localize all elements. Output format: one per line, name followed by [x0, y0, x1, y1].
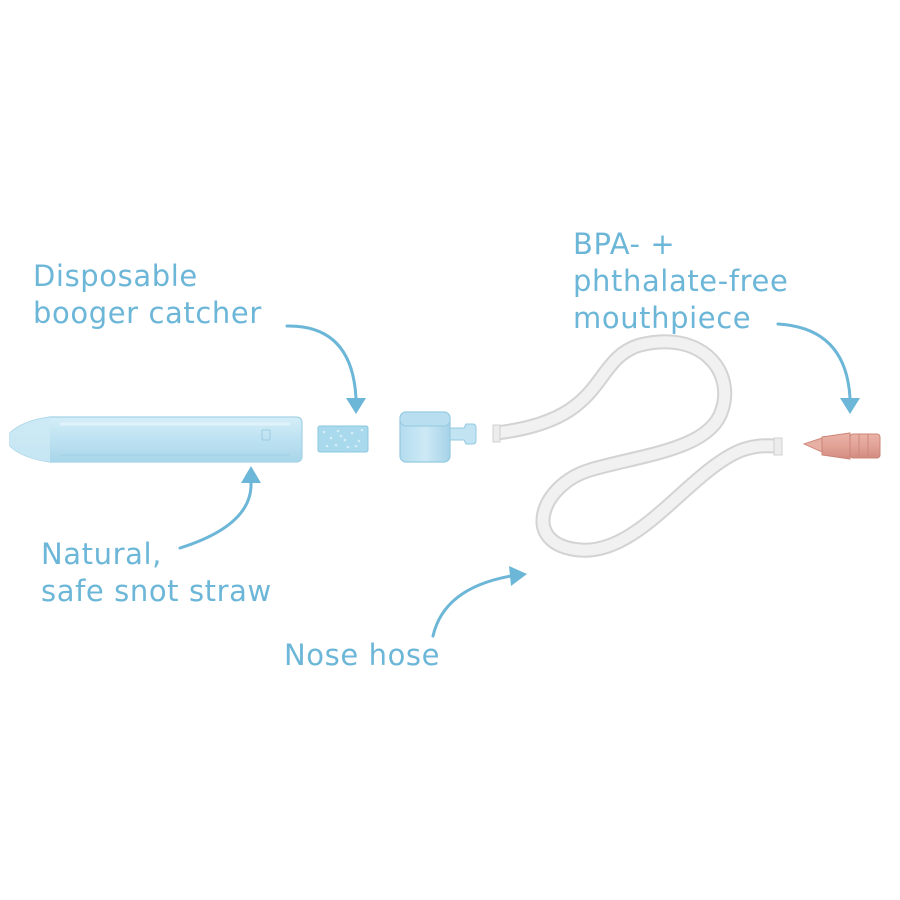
snot-straw-label: Natural, safe snot straw: [41, 536, 272, 610]
booger-catcher-label: Disposable booger catcher: [33, 258, 262, 332]
straw-cap: [399, 411, 477, 463]
booger-catcher-label-line1: Disposable: [33, 259, 198, 293]
arrow-mouthpiece: [776, 322, 860, 414]
booger-catcher-filter: [317, 425, 369, 453]
mouthpiece-label-line2: phthalate-free: [573, 264, 789, 298]
arrow-booger-catcher: [285, 324, 366, 414]
booger-catcher-label-line2: booger catcher: [33, 296, 262, 330]
nose-hose-label: Nose hose: [284, 637, 440, 674]
nose-hose: [492, 334, 783, 558]
mouthpiece: [802, 432, 881, 460]
mouthpiece-label: BPA- + phthalate-free mouthpiece: [573, 226, 788, 337]
mouthpiece-label-line1: BPA- +: [573, 227, 676, 261]
snot-straw: [9, 416, 303, 463]
snot-straw-label-line2: safe snot straw: [41, 574, 272, 608]
arrow-snot-straw: [178, 466, 261, 550]
snot-straw-label-line1: Natural,: [41, 537, 162, 571]
arrow-nose-hose: [431, 566, 527, 638]
nose-hose-label-line1: Nose hose: [284, 638, 441, 672]
mouthpiece-label-line3: mouthpiece: [573, 301, 752, 335]
